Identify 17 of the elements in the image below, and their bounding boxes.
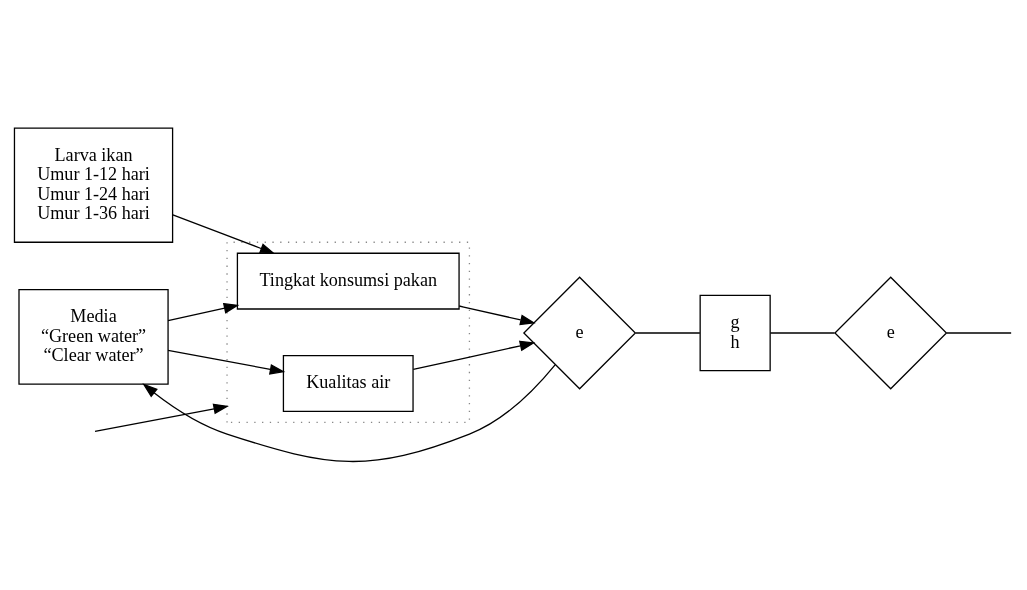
node-box: Tingkat konsumsi pakan: [236, 252, 460, 310]
connector: [946, 332, 1012, 334]
arrow: [167, 302, 240, 322]
node-diamond: e: [522, 276, 637, 390]
node-box: Kualitas air: [282, 355, 414, 413]
arrow: [94, 403, 229, 433]
arrow: [172, 214, 276, 254]
arrow: [458, 305, 536, 326]
connector: [635, 332, 701, 334]
node-box: Media “Green water” “Clear water”: [18, 288, 169, 385]
node-box: g h: [699, 294, 771, 372]
arrow: [412, 340, 536, 371]
arrow: [142, 364, 556, 463]
connector: [769, 332, 836, 334]
node-box: Larva ikan Umur 1-12 hari Umur 1-24 hari Umur 1-36 hari: [13, 127, 174, 243]
node-diamond: e: [834, 276, 948, 390]
arrow: [167, 349, 286, 375]
